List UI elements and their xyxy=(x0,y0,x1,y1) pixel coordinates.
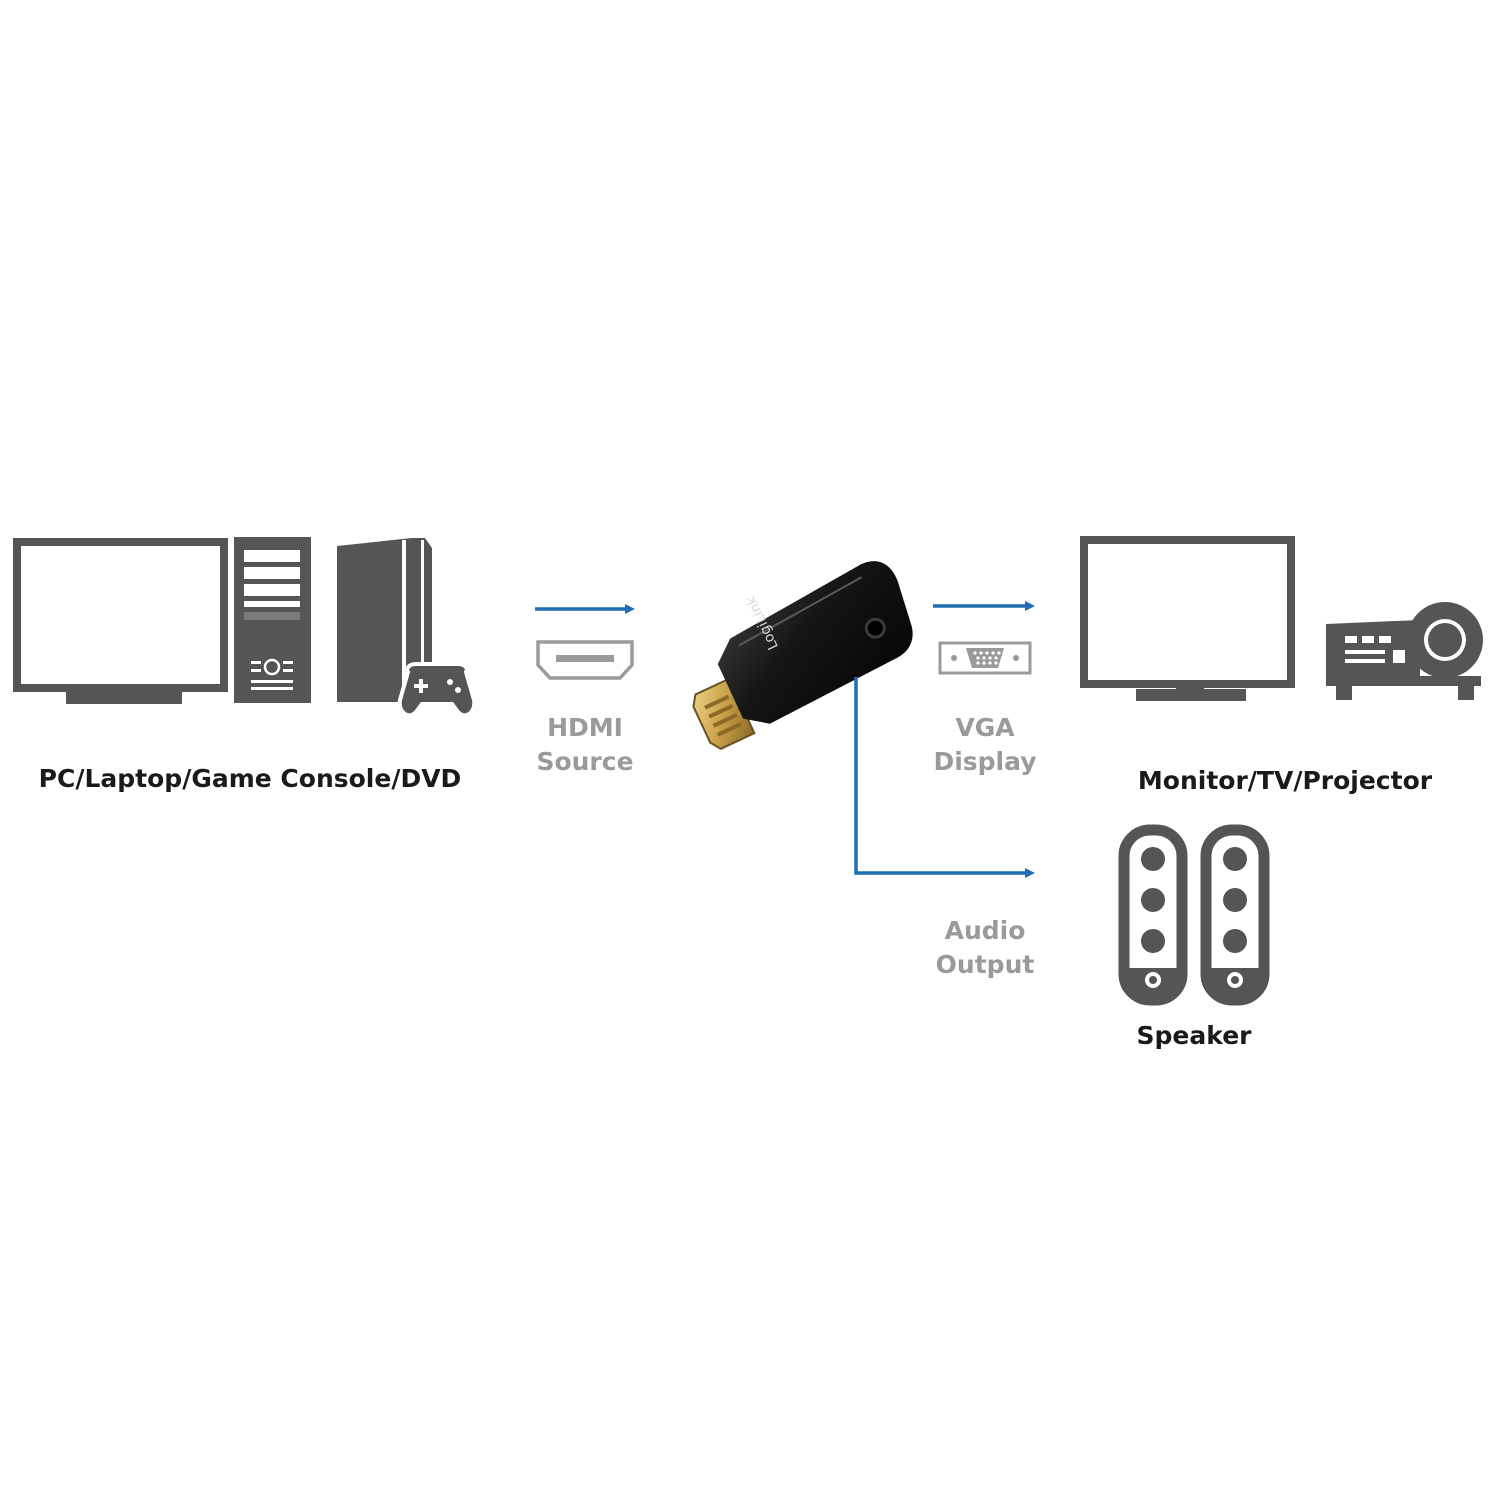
vga-port-icon xyxy=(938,641,1032,675)
gamepad-icon xyxy=(397,662,477,718)
monitor-icon xyxy=(13,538,228,704)
projector-icon xyxy=(1326,602,1483,700)
source-devices-label: PC/Laptop/Game Console/DVD xyxy=(38,764,462,793)
display-devices-label: Monitor/TV/Projector xyxy=(1137,766,1433,795)
arrow-audio xyxy=(854,677,1035,878)
hdmi-source-label: HDMI Source xyxy=(520,711,650,779)
pc-tower-icon xyxy=(234,537,311,703)
audio-output-label: Audio Output xyxy=(920,914,1050,982)
vga-label-line1: VGA xyxy=(955,713,1015,742)
hdmi-label-line2: Source xyxy=(536,747,634,776)
game-console-icon xyxy=(337,538,432,702)
speaker-icon xyxy=(1118,824,1188,1006)
hdmi-label-line1: HDMI xyxy=(547,713,623,742)
audio-label-line2: Output xyxy=(935,950,1035,979)
speaker-label: Speaker xyxy=(1136,1021,1252,1050)
audio-label-line1: Audio xyxy=(944,916,1026,945)
vga-display-label: VGA Display xyxy=(920,711,1050,779)
hdmi-vga-adapter: LogiLink xyxy=(692,561,913,750)
hdmi-port-icon xyxy=(536,640,634,680)
speaker-icon xyxy=(1200,824,1270,1006)
vga-label-line2: Display xyxy=(933,747,1037,776)
tv-monitor-icon xyxy=(1080,536,1295,701)
